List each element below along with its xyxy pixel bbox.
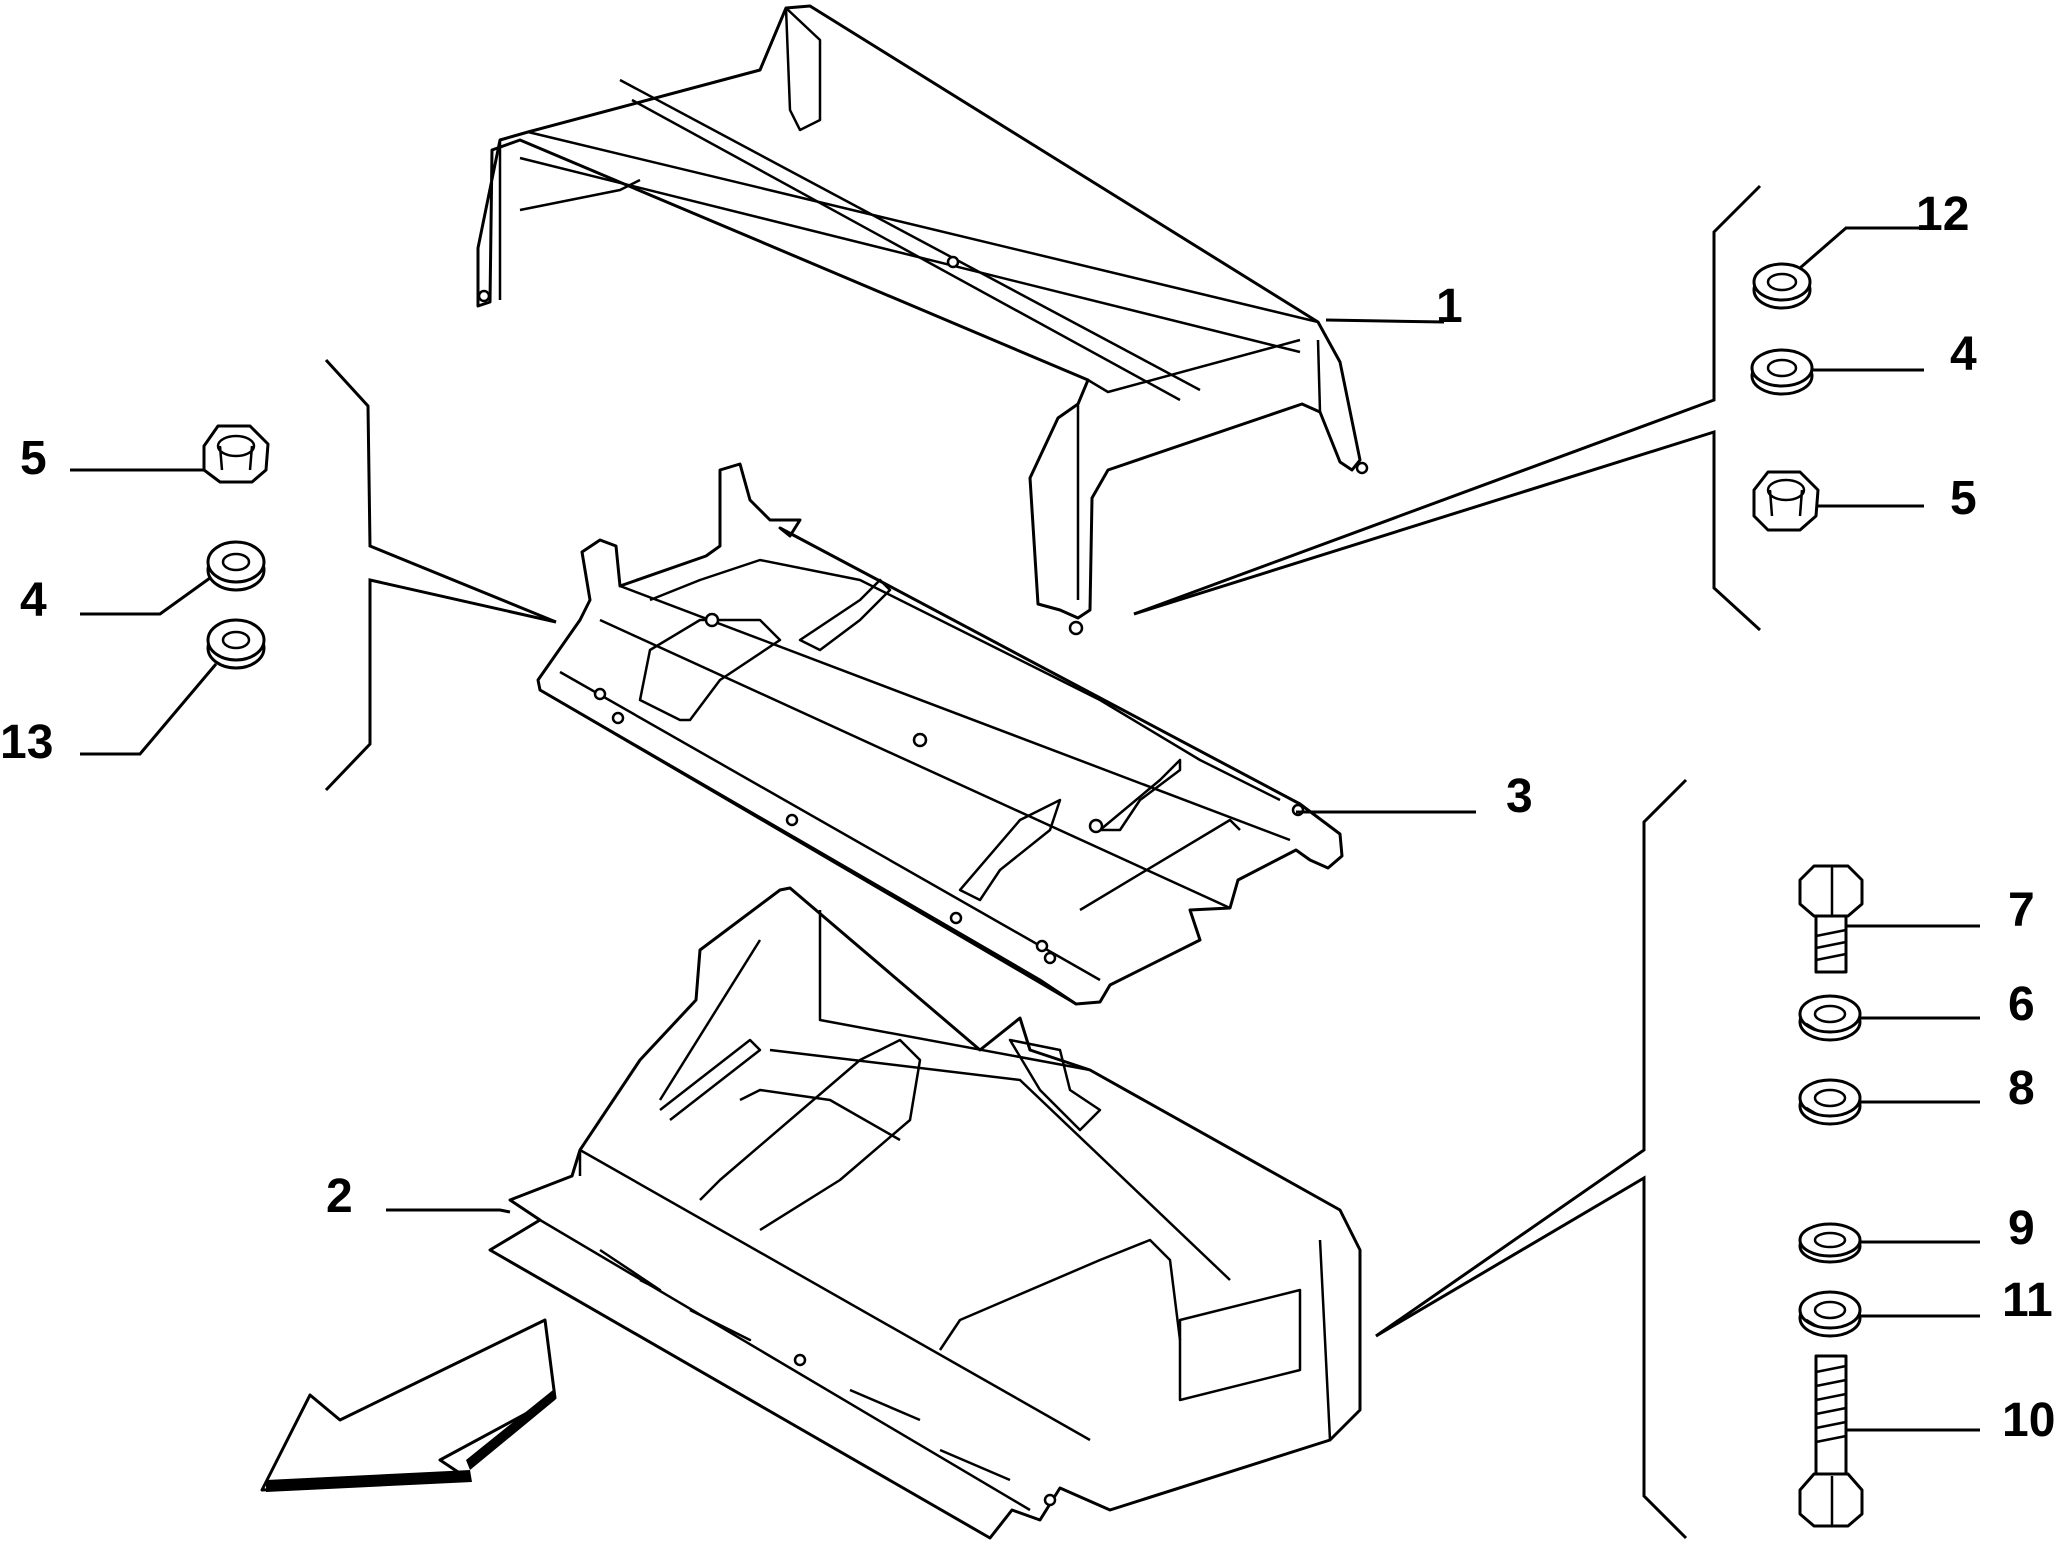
- part-3-tray: [536, 462, 1344, 1006]
- callout-right-5: 5: [1950, 472, 1977, 525]
- part-1-cover: [476, 4, 1369, 636]
- right-washer-4: [1750, 348, 1814, 396]
- callout-11: 11: [2002, 1274, 2053, 1327]
- callout-1: 1: [1436, 280, 1463, 333]
- washer-9: [1798, 1222, 1862, 1264]
- leader-lines: [70, 226, 1980, 1432]
- left-fastener-bracket: [324, 358, 557, 792]
- callout-6: 6: [2008, 978, 2035, 1031]
- bolt-7: [1798, 864, 1864, 974]
- left-washer-13: [206, 618, 266, 670]
- right-washer-12: [1752, 262, 1812, 310]
- callout-3: 3: [1506, 770, 1533, 823]
- front-direction-arrow-icon: [260, 1318, 557, 1492]
- callout-7: 7: [2008, 884, 2035, 937]
- callout-10: 10: [2002, 1394, 2055, 1447]
- callout-8: 8: [2008, 1062, 2035, 1115]
- right-bottom-fastener-bracket: [1375, 778, 1688, 1540]
- callout-9: 9: [2008, 1202, 2035, 1255]
- callout-right-4: 4: [1950, 328, 1977, 381]
- spring-washer-8: [1798, 1078, 1862, 1126]
- right-top-fastener-bracket: [1133, 184, 1762, 632]
- callout-2: 2: [326, 1170, 353, 1223]
- callout-left-5: 5: [20, 432, 47, 485]
- callout-left-4: 4: [20, 574, 47, 627]
- spring-washer-6: [1798, 994, 1862, 1042]
- left-nut-5: [202, 424, 270, 484]
- callout-right-12: 12: [1916, 188, 1969, 241]
- spring-washer-11: [1798, 1290, 1862, 1338]
- bolt-10: [1798, 1354, 1864, 1528]
- left-washer-4: [206, 540, 266, 592]
- right-nut-5: [1752, 470, 1820, 532]
- callout-left-13: 13: [0, 716, 53, 769]
- part-2-battery-box: [488, 886, 1362, 1540]
